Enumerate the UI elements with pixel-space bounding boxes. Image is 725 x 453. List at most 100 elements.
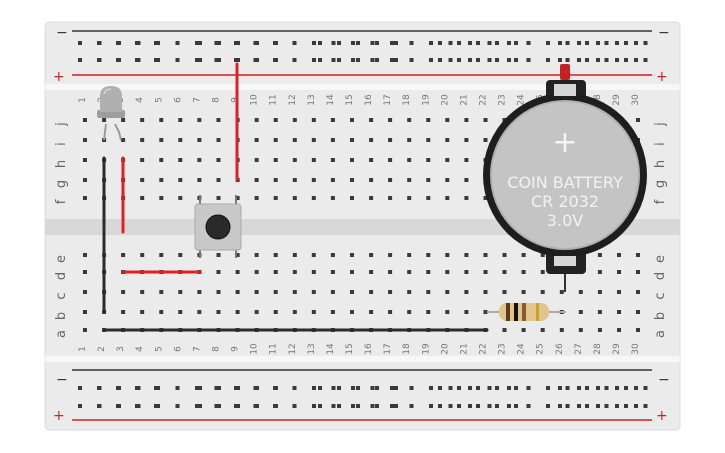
terminal-hole[interactable] (178, 290, 183, 294)
rail-hole[interactable] (624, 41, 628, 45)
terminal-hole[interactable] (578, 310, 583, 314)
terminal-hole[interactable] (311, 118, 316, 122)
terminal-hole[interactable] (617, 328, 621, 332)
rail-hole[interactable] (429, 58, 433, 62)
terminal-hole[interactable] (254, 270, 259, 274)
terminal-hole[interactable] (597, 328, 602, 332)
rail-hole[interactable] (634, 386, 638, 390)
terminal-hole[interactable] (407, 253, 412, 257)
terminal-hole[interactable] (330, 178, 335, 182)
terminal-hole[interactable] (216, 270, 221, 274)
terminal-hole[interactable] (330, 196, 335, 200)
rail-hole[interactable] (596, 386, 600, 390)
terminal-hole[interactable] (540, 290, 545, 294)
rail-hole[interactable] (565, 386, 570, 390)
terminal-hole[interactable] (407, 270, 412, 274)
terminal-hole[interactable] (140, 178, 145, 182)
rail-hole[interactable] (429, 386, 433, 390)
terminal-hole[interactable] (235, 196, 240, 200)
rail-hole[interactable] (136, 41, 141, 45)
terminal-hole[interactable] (273, 178, 278, 182)
terminal-hole[interactable] (178, 138, 183, 142)
rail-hole[interactable] (514, 41, 518, 45)
terminal-hole[interactable] (636, 118, 640, 122)
terminal-hole[interactable] (178, 310, 183, 314)
terminal-hole[interactable] (426, 310, 431, 314)
terminal-hole[interactable] (83, 270, 87, 274)
rail-hole[interactable] (292, 386, 297, 390)
rail-hole[interactable] (312, 404, 316, 408)
terminal-hole[interactable] (197, 290, 202, 294)
rail-hole[interactable] (604, 386, 609, 390)
terminal-hole[interactable] (254, 290, 259, 294)
rail-hole[interactable] (558, 404, 562, 408)
terminal-hole[interactable] (273, 138, 278, 142)
terminal-hole[interactable] (254, 178, 259, 182)
rail-hole[interactable] (448, 41, 453, 45)
terminal-hole[interactable] (407, 290, 412, 294)
rail-hole[interactable] (585, 58, 589, 62)
rail-hole[interactable] (495, 386, 499, 390)
terminal-hole[interactable] (464, 270, 469, 274)
terminal-hole[interactable] (369, 196, 374, 200)
rail-hole[interactable] (546, 404, 550, 408)
terminal-hole[interactable] (597, 290, 602, 294)
rail-hole[interactable] (476, 58, 480, 62)
rail-hole[interactable] (78, 386, 82, 390)
rail-hole[interactable] (195, 58, 199, 62)
terminal-hole[interactable] (407, 118, 412, 122)
rail-hole[interactable] (370, 58, 375, 62)
rail-hole[interactable] (615, 58, 619, 62)
terminal-hole[interactable] (445, 253, 450, 257)
terminal-hole[interactable] (426, 253, 431, 257)
terminal-hole[interactable] (636, 310, 640, 314)
terminal-hole[interactable] (483, 290, 488, 294)
terminal-hole[interactable] (369, 178, 374, 182)
terminal-hole[interactable] (330, 253, 335, 257)
rail-hole[interactable] (175, 58, 180, 62)
terminal-hole[interactable] (464, 158, 469, 162)
terminal-hole[interactable] (369, 118, 374, 122)
rail-hole[interactable] (97, 404, 102, 408)
rail-hole[interactable] (217, 386, 221, 390)
rail-hole[interactable] (156, 386, 160, 390)
rail-hole[interactable] (438, 41, 442, 45)
rail-hole[interactable] (615, 386, 619, 390)
terminal-hole[interactable] (292, 290, 297, 294)
rail-hole[interactable] (514, 404, 518, 408)
rail-hole[interactable] (526, 41, 531, 45)
terminal-hole[interactable] (636, 253, 640, 257)
terminal-hole[interactable] (369, 290, 374, 294)
rail-hole[interactable] (394, 404, 398, 408)
rail-hole[interactable] (457, 386, 461, 390)
terminal-hole[interactable] (178, 196, 183, 200)
rail-hole[interactable] (117, 404, 121, 408)
terminal-hole[interactable] (292, 138, 297, 142)
rail-hole[interactable] (409, 404, 414, 408)
terminal-hole[interactable] (330, 290, 335, 294)
rail-hole[interactable] (468, 41, 472, 45)
terminal-hole[interactable] (350, 196, 354, 200)
rail-hole[interactable] (476, 41, 480, 45)
rail-hole[interactable] (643, 58, 648, 62)
terminal-hole[interactable] (540, 328, 545, 332)
rail-hole[interactable] (117, 386, 121, 390)
rail-hole[interactable] (565, 41, 570, 45)
rail-hole[interactable] (585, 386, 589, 390)
rail-hole[interactable] (97, 41, 102, 45)
rail-hole[interactable] (156, 404, 160, 408)
rail-hole[interactable] (495, 41, 499, 45)
terminal-hole[interactable] (426, 178, 431, 182)
rail-hole[interactable] (214, 404, 219, 408)
terminal-hole[interactable] (216, 310, 221, 314)
terminal-hole[interactable] (464, 290, 469, 294)
terminal-hole[interactable] (617, 310, 621, 314)
terminal-hole[interactable] (464, 118, 469, 122)
rail-hole[interactable] (390, 386, 394, 390)
terminal-hole[interactable] (216, 196, 221, 200)
rail-hole[interactable] (78, 58, 82, 62)
terminal-hole[interactable] (464, 310, 469, 314)
rail-hole[interactable] (273, 386, 277, 390)
rail-hole[interactable] (318, 41, 322, 45)
terminal-hole[interactable] (178, 158, 183, 162)
